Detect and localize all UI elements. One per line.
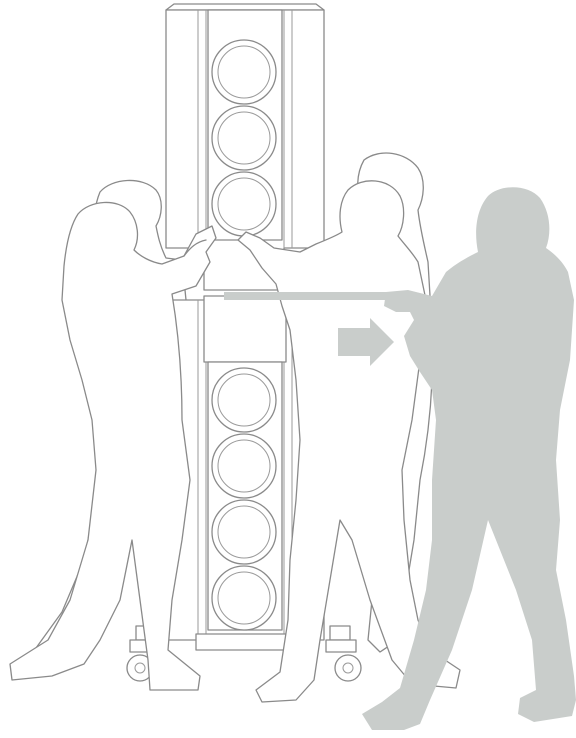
- bass-driver-icon: [212, 368, 276, 432]
- bass-driver-icon: [212, 566, 276, 630]
- bass-driver-icon: [212, 40, 276, 104]
- upper-drivers: [212, 40, 276, 236]
- bass-driver-icon: [212, 172, 276, 236]
- push-bar: [224, 292, 400, 300]
- caster-wheel-right: [326, 626, 361, 681]
- bass-driver-icon: [212, 500, 276, 564]
- tower-center-panel: [204, 296, 286, 362]
- bass-driver-icon: [212, 434, 276, 498]
- bass-driver-icon: [212, 106, 276, 170]
